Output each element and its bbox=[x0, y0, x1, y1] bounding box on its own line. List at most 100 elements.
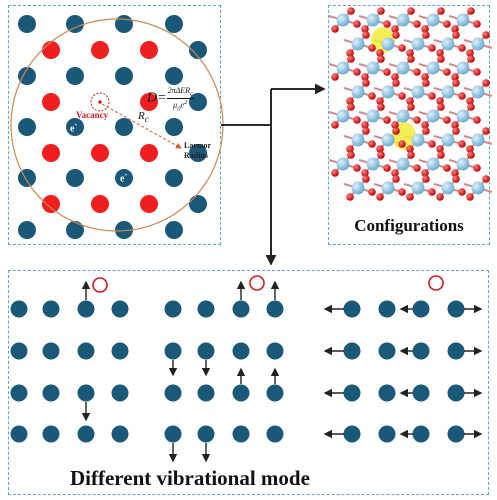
oxygen-atom bbox=[428, 140, 436, 148]
oxygen-atom bbox=[451, 169, 459, 177]
oxygen-atom bbox=[421, 121, 429, 129]
oxygen-atom bbox=[331, 169, 339, 177]
red-atom bbox=[140, 93, 158, 111]
oxygen-atom bbox=[443, 68, 451, 76]
oxygen-atom bbox=[458, 140, 466, 148]
oxygen-atom bbox=[473, 20, 481, 28]
rc-arrow bbox=[101, 103, 182, 149]
titanium-atom bbox=[381, 37, 395, 51]
oxygen-atom bbox=[422, 175, 430, 183]
titanium-atom bbox=[456, 61, 470, 75]
mode-atom bbox=[197, 384, 215, 402]
oxygen-atom bbox=[347, 55, 355, 63]
titanium-atom bbox=[456, 109, 470, 123]
oxygen-atom bbox=[436, 97, 444, 105]
mode-atom bbox=[447, 384, 465, 402]
oxygen-atom bbox=[377, 55, 385, 63]
blue-atom bbox=[115, 118, 133, 136]
mode-atom bbox=[343, 425, 361, 443]
vacancy-circle bbox=[92, 277, 108, 293]
oxygen-atom bbox=[437, 151, 445, 159]
formula-denominator-tail: e bbox=[180, 100, 185, 110]
titanium-atom bbox=[366, 61, 380, 75]
oxygen-atom bbox=[422, 31, 430, 39]
mode-atom bbox=[111, 384, 129, 402]
oxygen-atom bbox=[383, 68, 391, 76]
oxygen-atom bbox=[437, 55, 445, 63]
oxygen-atom bbox=[467, 103, 475, 111]
oxygen-atom bbox=[422, 127, 430, 135]
mode-atom bbox=[232, 425, 250, 443]
oxygen-atom bbox=[383, 116, 391, 124]
blue-atom bbox=[66, 118, 84, 136]
oxygen-atom bbox=[451, 25, 459, 33]
formula-denominator-sub: 0 bbox=[177, 104, 181, 112]
oxygen-atom bbox=[353, 116, 361, 124]
oxygen-atom bbox=[391, 73, 399, 81]
mode-atom bbox=[343, 300, 361, 318]
blue-atom bbox=[189, 93, 207, 111]
oxygen-atom bbox=[473, 116, 481, 124]
mode-atom bbox=[412, 384, 430, 402]
blue-atom bbox=[165, 67, 183, 85]
mode-atom bbox=[10, 300, 28, 318]
oxygen-atom bbox=[428, 44, 436, 52]
titanium-atom bbox=[366, 109, 380, 123]
mode-atom bbox=[197, 425, 215, 443]
titanium-atom bbox=[471, 133, 485, 147]
titanium-atom bbox=[396, 157, 410, 171]
mode-atom bbox=[10, 384, 28, 402]
oxygen-atom bbox=[362, 31, 370, 39]
oxygen-atom bbox=[421, 25, 429, 33]
oxygen-atom bbox=[392, 79, 400, 87]
mode-atom bbox=[197, 342, 215, 360]
electron-label: e- bbox=[70, 120, 77, 134]
titanium-atom bbox=[456, 157, 470, 171]
titanium-atom bbox=[441, 181, 455, 195]
mode-atom bbox=[164, 425, 182, 443]
oxygen-atom bbox=[452, 175, 460, 183]
mode-atom bbox=[164, 342, 182, 360]
oxygen-atom bbox=[383, 20, 391, 28]
mode-atom bbox=[77, 384, 95, 402]
blue-atom bbox=[165, 221, 183, 239]
titanium-atom bbox=[411, 37, 425, 51]
titanium-atom bbox=[471, 37, 485, 51]
formula-numerator-sub: c bbox=[190, 90, 194, 98]
oxygen-atom bbox=[347, 151, 355, 159]
electron-symbol: e bbox=[120, 173, 125, 185]
mode-atom bbox=[164, 384, 182, 402]
oxygen-atom bbox=[443, 116, 451, 124]
mode-atom bbox=[447, 342, 465, 360]
blue-atom bbox=[18, 169, 36, 187]
mode-atom bbox=[197, 300, 215, 318]
blue-atom bbox=[18, 15, 36, 33]
mode-atom bbox=[77, 425, 95, 443]
red-atom bbox=[91, 144, 109, 162]
oxygen-atom bbox=[452, 127, 460, 135]
oxygen-atom bbox=[362, 79, 370, 87]
rc-label: Rc bbox=[138, 110, 149, 124]
red-atom bbox=[42, 144, 60, 162]
titanium-atom bbox=[381, 85, 395, 99]
titanium-atom bbox=[396, 109, 410, 123]
oxygen-atom bbox=[331, 25, 339, 33]
formula-denominator: μ bbox=[173, 100, 178, 110]
mode-atom bbox=[42, 300, 60, 318]
oxygen-atom bbox=[458, 44, 466, 52]
electron-sup: - bbox=[124, 170, 128, 179]
vacancy-marker bbox=[90, 92, 110, 112]
larmor-line-1: Larmor bbox=[184, 141, 212, 150]
mode-atom bbox=[266, 384, 284, 402]
oxygen-atom bbox=[482, 127, 490, 135]
blue-atom bbox=[66, 67, 84, 85]
mode-atom bbox=[447, 300, 465, 318]
mode-atom bbox=[378, 300, 396, 318]
oxygen-atom bbox=[346, 49, 354, 57]
oxygen-atom bbox=[452, 31, 460, 39]
titanium-atom bbox=[336, 109, 350, 123]
mode-atom bbox=[111, 342, 129, 360]
oxygen-atom bbox=[383, 164, 391, 172]
